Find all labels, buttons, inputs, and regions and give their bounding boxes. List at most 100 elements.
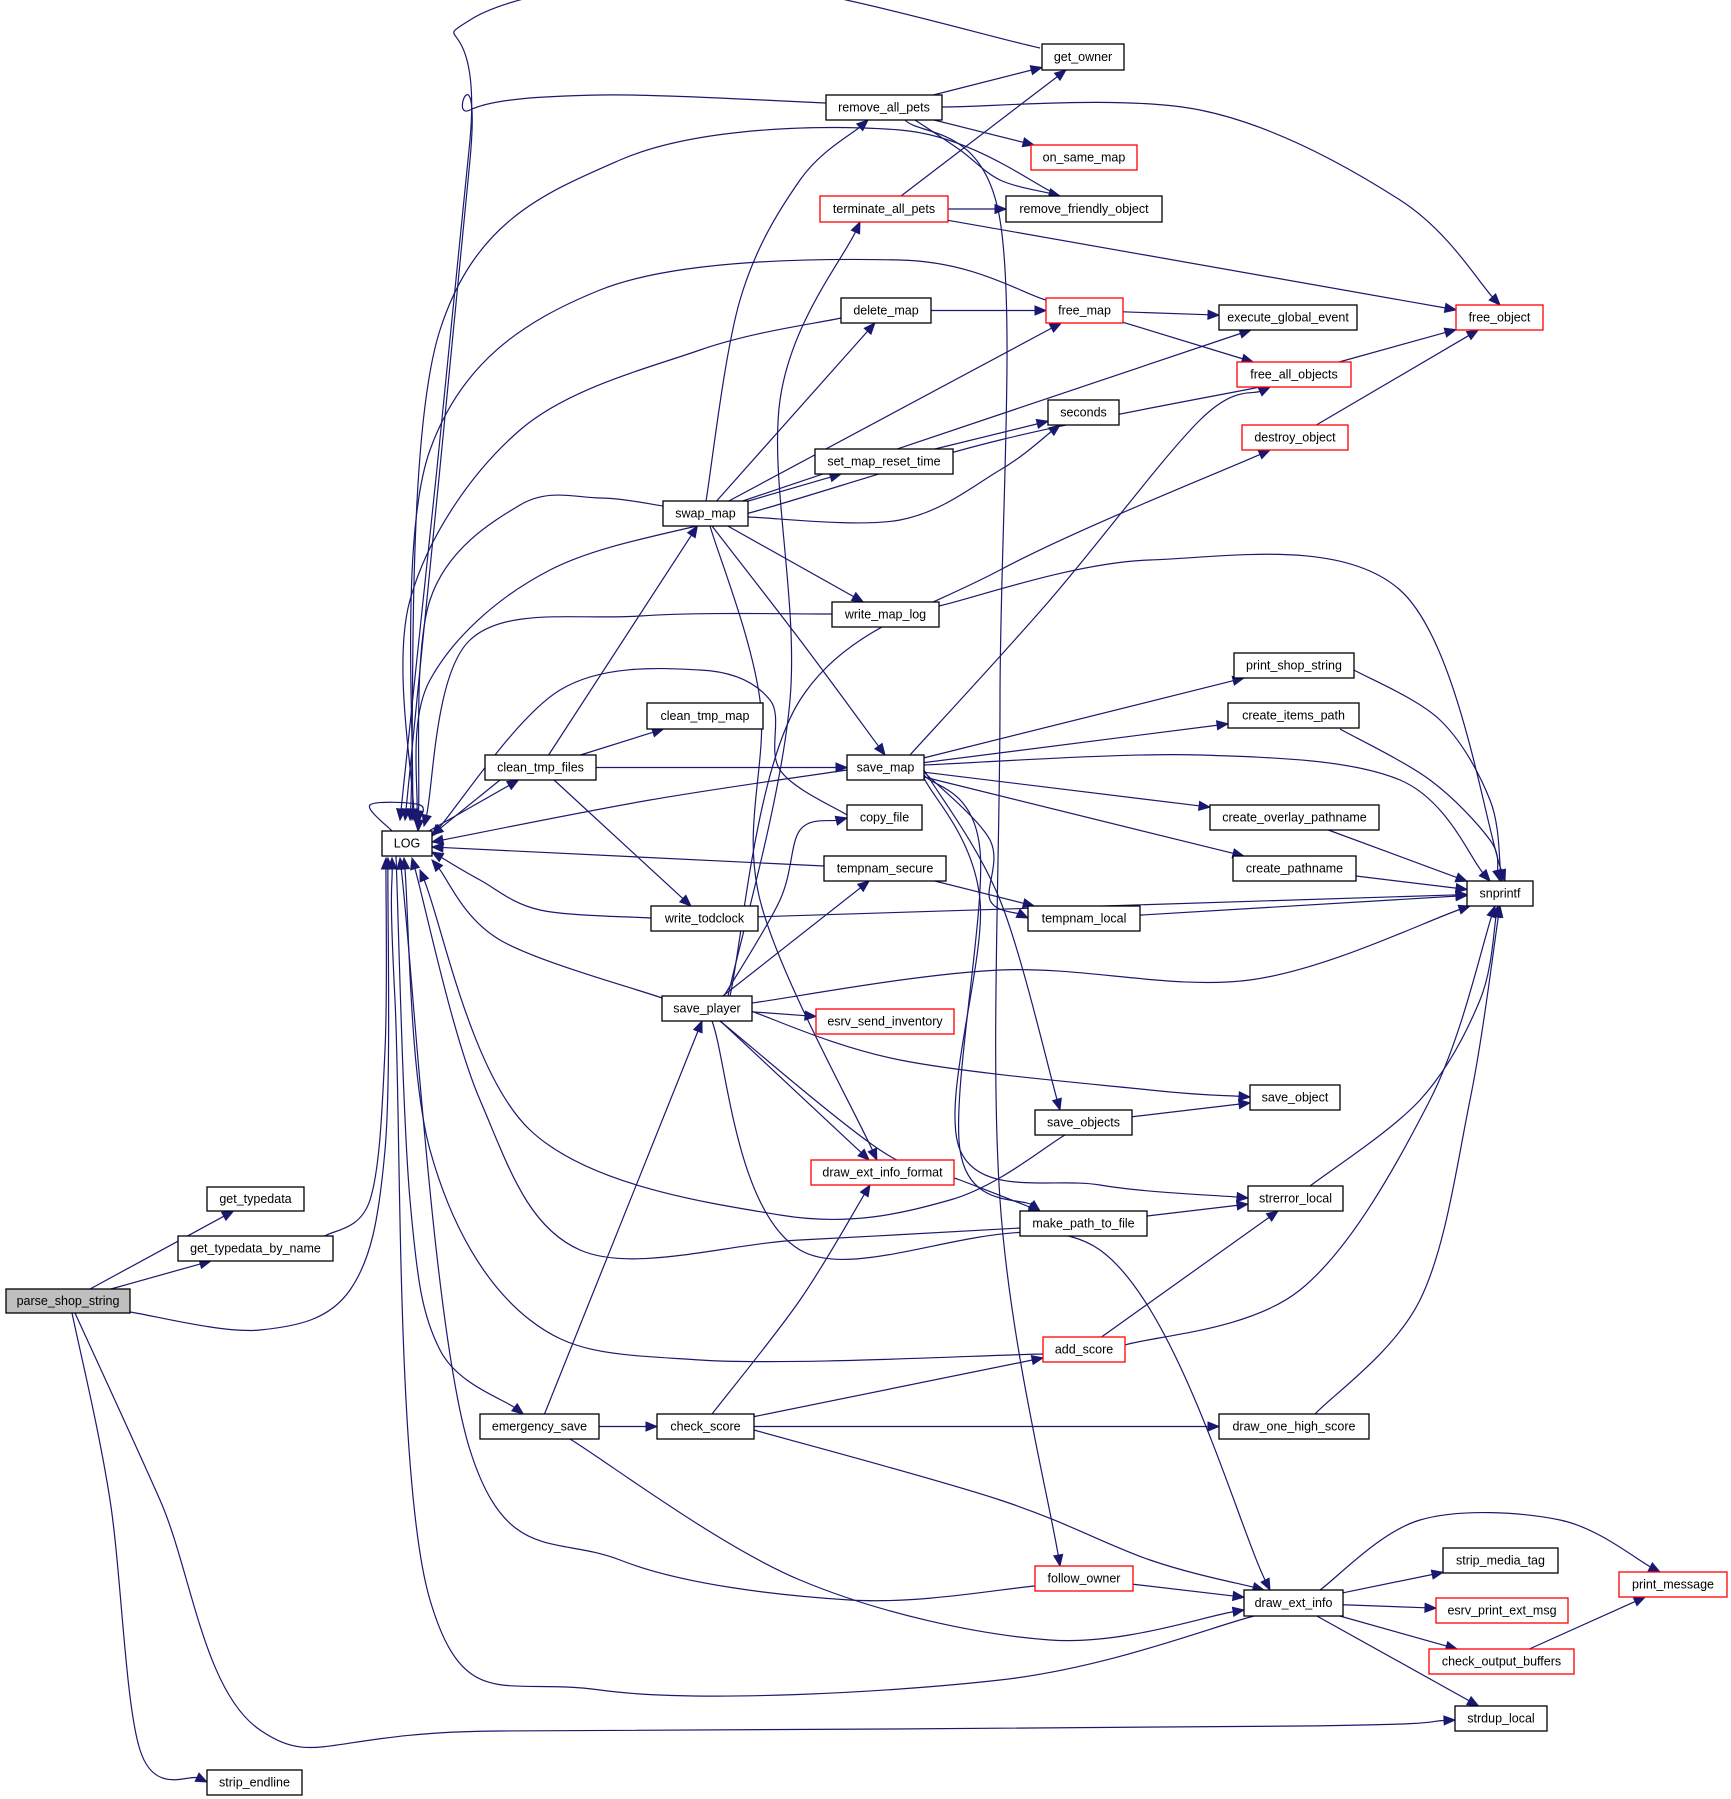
node-save_objects[interactable]: save_objects — [1034, 1109, 1133, 1136]
node-box[interactable] — [1241, 424, 1349, 451]
node-clean_tmp_files[interactable]: clean_tmp_files — [484, 754, 597, 781]
node-parse_shop_string[interactable]: parse_shop_string — [5, 1288, 131, 1314]
node-box[interactable] — [646, 702, 764, 730]
node-box[interactable] — [661, 995, 753, 1022]
node-free_map[interactable]: free_map — [1045, 297, 1124, 324]
node-save_map[interactable]: save_map — [846, 754, 925, 781]
node-swap_map[interactable]: swap_map — [662, 500, 749, 527]
node-box[interactable] — [206, 1769, 303, 1796]
node-create_pathname[interactable]: create_pathname — [1232, 855, 1357, 882]
node-create_overlay_pathname[interactable]: create_overlay_pathname — [1209, 804, 1380, 831]
node-box[interactable] — [1466, 880, 1534, 907]
node-strip_media_tag[interactable]: strip_media_tag — [1442, 1547, 1559, 1574]
node-box[interactable] — [825, 94, 943, 121]
node-box[interactable] — [1455, 304, 1544, 331]
node-box[interactable] — [662, 500, 749, 527]
node-delete_map[interactable]: delete_map — [840, 297, 932, 324]
node-box[interactable] — [1247, 1185, 1344, 1212]
node-terminate_all_pets[interactable]: terminate_all_pets — [819, 195, 949, 223]
node-snprintf[interactable]: snprintf — [1466, 880, 1534, 907]
node-check_score[interactable]: check_score — [656, 1413, 755, 1440]
node-box[interactable] — [1249, 1084, 1341, 1111]
node-box[interactable] — [381, 830, 433, 857]
node-box[interactable] — [823, 855, 947, 882]
node-box[interactable] — [831, 601, 940, 628]
node-copy_file[interactable]: copy_file — [846, 804, 923, 831]
node-box[interactable] — [1454, 1705, 1548, 1732]
node-write_map_log[interactable]: write_map_log — [831, 601, 940, 628]
node-box[interactable] — [1042, 1336, 1126, 1363]
node-save_object[interactable]: save_object — [1249, 1084, 1341, 1111]
node-box[interactable] — [819, 195, 949, 223]
node-draw_one_high_score[interactable]: draw_one_high_score — [1218, 1413, 1370, 1440]
node-box[interactable] — [815, 1008, 955, 1035]
node-box[interactable] — [810, 1159, 955, 1186]
node-box[interactable] — [484, 754, 597, 781]
node-box[interactable] — [840, 297, 932, 324]
node-clean_tmp_map[interactable]: clean_tmp_map — [646, 702, 764, 730]
node-box[interactable] — [177, 1235, 334, 1262]
node-write_todclock[interactable]: write_todclock — [650, 905, 759, 932]
node-emergency_save[interactable]: emergency_save — [479, 1413, 600, 1440]
node-draw_ext_info_format[interactable]: draw_ext_info_format — [810, 1159, 955, 1186]
node-box[interactable] — [1442, 1547, 1559, 1574]
node-box[interactable] — [1041, 43, 1125, 71]
node-free_all_objects[interactable]: free_all_objects — [1236, 361, 1352, 388]
node-remove_all_pets[interactable]: remove_all_pets — [825, 94, 943, 121]
node-check_output_buffers[interactable]: check_output_buffers — [1428, 1648, 1575, 1675]
node-box[interactable] — [1218, 1413, 1370, 1440]
node-box[interactable] — [1030, 144, 1138, 171]
node-on_same_map[interactable]: on_same_map — [1030, 144, 1138, 171]
node-box[interactable] — [1005, 195, 1163, 223]
node-get_owner[interactable]: get_owner — [1041, 43, 1125, 71]
node-save_player[interactable]: save_player — [661, 995, 753, 1022]
node-create_items_path[interactable]: create_items_path — [1227, 702, 1360, 729]
node-box[interactable] — [1243, 1589, 1344, 1617]
node-esrv_send_inventory[interactable]: esrv_send_inventory — [815, 1008, 955, 1035]
node-box[interactable] — [1019, 1210, 1148, 1237]
node-box[interactable] — [5, 1288, 131, 1314]
node-strip_endline[interactable]: strip_endline — [206, 1769, 303, 1796]
node-box[interactable] — [1428, 1648, 1575, 1675]
node-add_score[interactable]: add_score — [1042, 1336, 1126, 1363]
node-get_typedata_by_name[interactable]: get_typedata_by_name — [177, 1235, 334, 1262]
node-box[interactable] — [846, 754, 925, 781]
node-set_map_reset_time[interactable]: set_map_reset_time — [814, 448, 954, 475]
node-esrv_print_ext_msg[interactable]: esrv_print_ext_msg — [1435, 1597, 1569, 1624]
node-box[interactable] — [1233, 652, 1355, 679]
node-print_message[interactable]: print_message — [1618, 1571, 1728, 1598]
node-tempnam_secure[interactable]: tempnam_secure — [823, 855, 947, 882]
node-destroy_object[interactable]: destroy_object — [1241, 424, 1349, 451]
node-box[interactable] — [479, 1413, 600, 1440]
node-box[interactable] — [1027, 905, 1141, 932]
node-box[interactable] — [1227, 702, 1360, 729]
node-strerror_local[interactable]: strerror_local — [1247, 1185, 1344, 1212]
node-box[interactable] — [650, 905, 759, 932]
node-box[interactable] — [1045, 297, 1124, 324]
node-print_shop_string[interactable]: print_shop_string — [1233, 652, 1355, 679]
node-box[interactable] — [1232, 855, 1357, 882]
node-make_path_to_file[interactable]: make_path_to_file — [1019, 1210, 1148, 1237]
node-box[interactable] — [1435, 1597, 1569, 1624]
node-LOG[interactable]: LOG — [381, 830, 433, 857]
node-box[interactable] — [656, 1413, 755, 1440]
node-box[interactable] — [1209, 804, 1380, 831]
node-box[interactable] — [814, 448, 954, 475]
node-box[interactable] — [1034, 1109, 1133, 1136]
node-box[interactable] — [1047, 399, 1120, 426]
node-draw_ext_info[interactable]: draw_ext_info — [1243, 1589, 1344, 1617]
node-get_typedata[interactable]: get_typedata — [206, 1186, 305, 1212]
node-box[interactable] — [846, 804, 923, 831]
node-box[interactable] — [206, 1186, 305, 1212]
node-box[interactable] — [1218, 304, 1358, 331]
node-box[interactable] — [1236, 361, 1352, 388]
node-strdup_local[interactable]: strdup_local — [1454, 1705, 1548, 1732]
node-free_object[interactable]: free_object — [1455, 304, 1544, 331]
node-remove_friendly_object[interactable]: remove_friendly_object — [1005, 195, 1163, 223]
node-follow_owner[interactable]: follow_owner — [1034, 1565, 1134, 1592]
node-box[interactable] — [1618, 1571, 1728, 1598]
node-tempnam_local[interactable]: tempnam_local — [1027, 905, 1141, 932]
node-box[interactable] — [1034, 1565, 1134, 1592]
node-seconds[interactable]: seconds — [1047, 399, 1120, 426]
node-execute_global_event[interactable]: execute_global_event — [1218, 304, 1358, 331]
